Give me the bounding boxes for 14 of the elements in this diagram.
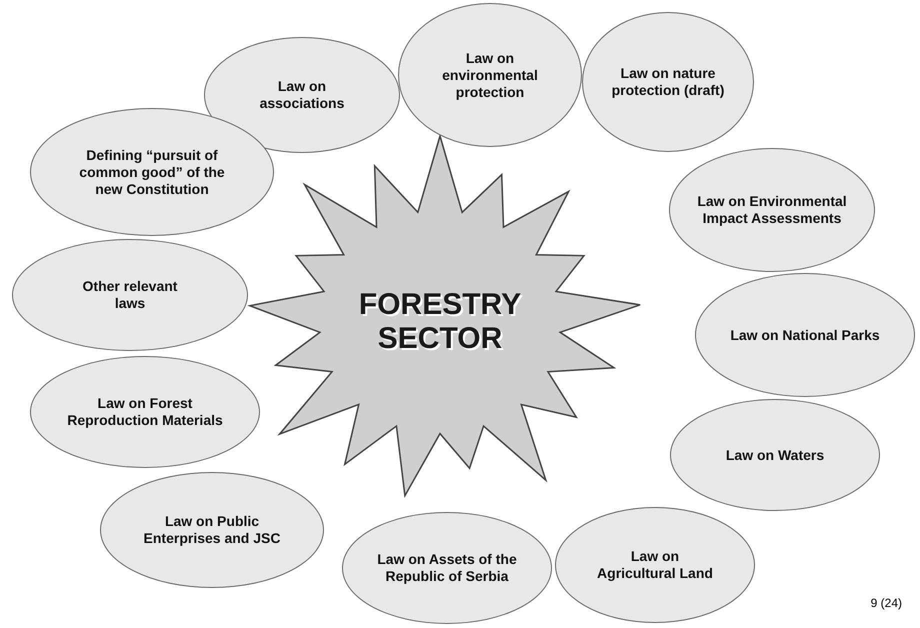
ellipse-label: Law on National Parks — [730, 326, 880, 344]
ellipse-label: Law on Forest Reproduction Materials — [66, 395, 224, 429]
ellipse-label: Law on Environmental Impact Assessments — [696, 193, 848, 227]
ellipse-label: Other relevant laws — [82, 278, 178, 312]
ellipse-label: Law on Agricultural Land — [596, 548, 714, 582]
ellipse-label: Law on nature protection (draft) — [610, 65, 726, 99]
ellipse-label: Law on Assets of the Republic of Serbia — [376, 551, 518, 585]
ellipse-label: Law on Public Enterprises and JSC — [142, 513, 282, 547]
page-number: 9 (24) — [870, 596, 902, 610]
title-text: FORESTRY SECTOR — [358, 288, 522, 356]
ellipse-label: Law on environmental protection — [441, 50, 539, 100]
ellipse-label: Law on associations — [258, 78, 346, 112]
ellipse-label: Defining “pursuit of common good” of the new Constitution — [78, 146, 226, 198]
ellipse-label: Law on Waters — [724, 446, 826, 464]
